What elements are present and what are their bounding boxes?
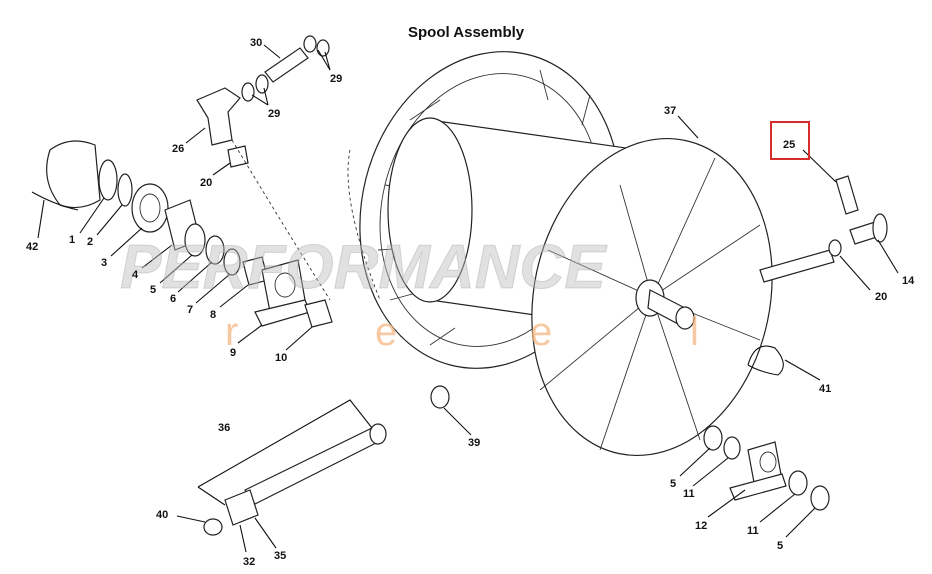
callout-26: 26: [172, 143, 184, 155]
hose-assembly: [197, 385, 450, 536]
callout-42: 42: [26, 241, 38, 253]
callout-29: 29: [268, 108, 280, 120]
leader-lines: [37, 44, 899, 553]
callout-11: 11: [683, 488, 695, 500]
callouts: 30 29 29 26 20 42 1 2 3 4 5 6 7 8 9 10 3…: [26, 37, 915, 568]
watermark: PERFORMANCE r e e l: [120, 233, 699, 355]
callout-30: 30: [250, 37, 262, 49]
callout-2: 2: [87, 236, 93, 248]
callout-5: 5: [777, 540, 783, 552]
callout-4: 4: [132, 269, 139, 281]
watermark-letter: e: [530, 310, 552, 354]
callout-11: 11: [747, 525, 759, 537]
callout-3: 3: [101, 257, 107, 269]
callout-5: 5: [150, 284, 156, 296]
watermark-letter: r: [225, 310, 238, 354]
callout-32: 32: [243, 556, 255, 568]
callout-29: 29: [330, 73, 342, 85]
callout-5: 5: [670, 478, 676, 490]
callout-6: 6: [170, 293, 176, 305]
callout-39: 39: [468, 437, 480, 449]
highlight-box: [770, 121, 810, 160]
callout-37: 37: [664, 105, 676, 117]
watermark-brand: PERFORMANCE: [120, 233, 607, 302]
callout-36: 36: [218, 422, 230, 434]
callout-20: 20: [875, 291, 887, 303]
callout-9: 9: [230, 347, 236, 359]
callout-40: 40: [156, 509, 168, 521]
callout-20: 20: [200, 177, 212, 189]
callout-8: 8: [210, 309, 216, 321]
callout-35: 35: [274, 550, 286, 562]
spool-drum: [359, 51, 835, 457]
left-side-parts: [31, 35, 381, 328]
watermark-letter: l: [690, 310, 699, 354]
watermark-letter: e: [375, 310, 397, 354]
callout-10: 10: [275, 352, 287, 364]
callout-25: 25: [783, 139, 795, 151]
callout-14: 14: [902, 275, 915, 287]
callout-1: 1: [69, 234, 75, 246]
callout-12: 12: [695, 520, 707, 532]
callout-7: 7: [187, 304, 193, 316]
callout-41: 41: [819, 383, 831, 395]
diagram-title: Spool Assembly: [408, 24, 525, 41]
right-side-parts: [703, 175, 888, 511]
